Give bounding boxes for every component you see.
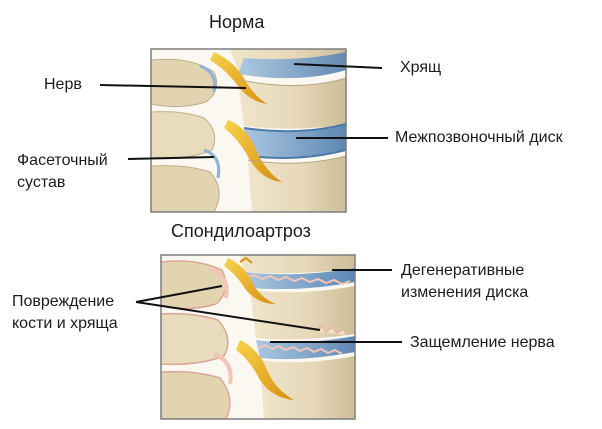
leader-bone-damage-upper bbox=[135, 285, 223, 303]
label-facet-joint: Фасеточный сустав bbox=[17, 150, 108, 194]
label-bone-damage: Повреждение кости и хряща bbox=[12, 291, 118, 335]
leader-nerve bbox=[99, 84, 247, 89]
label-nerve: Нерв bbox=[44, 76, 82, 93]
label-facet-joint-line-2: сустав bbox=[17, 174, 66, 191]
label-nerve-pinch: Защемление нерва bbox=[410, 334, 555, 351]
normal-panel-frame bbox=[150, 48, 347, 213]
leader-lines bbox=[99, 63, 402, 343]
label-disc-degeneration-line-1: Дегенеративные bbox=[401, 262, 525, 279]
label-disc-degeneration: Дегенеративные изменения диска bbox=[401, 260, 528, 304]
label-bone-damage-line-1: Повреждение bbox=[12, 293, 115, 310]
label-facet-joint-line-1: Фасеточный bbox=[17, 152, 108, 169]
spondyloarthrosis-panel-frame bbox=[160, 254, 356, 420]
normal-spine-illustration bbox=[151, 49, 346, 212]
label-disc-degeneration-line-2: изменения диска bbox=[401, 284, 529, 301]
label-cartilage: Хрящ bbox=[400, 59, 442, 76]
spondyloarthrosis-panel-title: Спондилоартроз bbox=[171, 221, 311, 241]
leader-bone-damage-lower bbox=[135, 301, 321, 331]
label-bone-damage-line-2: кости и хряща bbox=[12, 315, 118, 332]
leader-facet-joint bbox=[127, 156, 215, 160]
label-intervertebral-disc: Межпозвоночный диск bbox=[395, 129, 563, 146]
leader-cartilage bbox=[293, 63, 383, 69]
spondyloarthrosis-spine-illustration bbox=[161, 255, 355, 419]
normal-panel-title: Норма bbox=[209, 12, 265, 32]
